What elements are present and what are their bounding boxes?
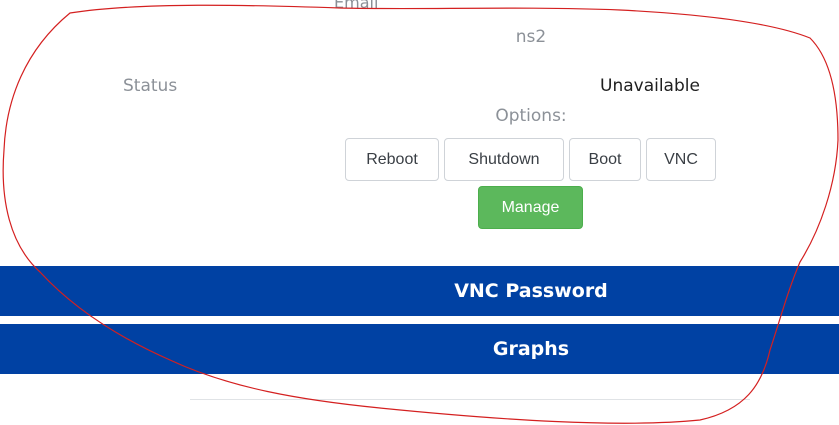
status-label: Status — [123, 76, 178, 96]
graphs-section-label: Graphs — [492, 338, 570, 360]
divider — [190, 399, 750, 400]
graphs-section-header[interactable]: Graphs — [0, 324, 839, 374]
vnc-password-section-header[interactable]: VNC Password — [0, 266, 839, 316]
cropped-label: Email — [334, 0, 379, 12]
options-label: Options: — [495, 106, 567, 126]
boot-button[interactable]: Boot — [569, 138, 641, 181]
vnc-button[interactable]: VNC — [646, 138, 716, 181]
shutdown-button[interactable]: Shutdown — [444, 138, 564, 181]
hostname-label: ns2 — [515, 27, 547, 47]
manage-button[interactable]: Manage — [478, 186, 583, 229]
vnc-password-section-label: VNC Password — [454, 280, 608, 302]
reboot-button[interactable]: Reboot — [345, 138, 439, 181]
status-value: Unavailable — [600, 76, 700, 96]
